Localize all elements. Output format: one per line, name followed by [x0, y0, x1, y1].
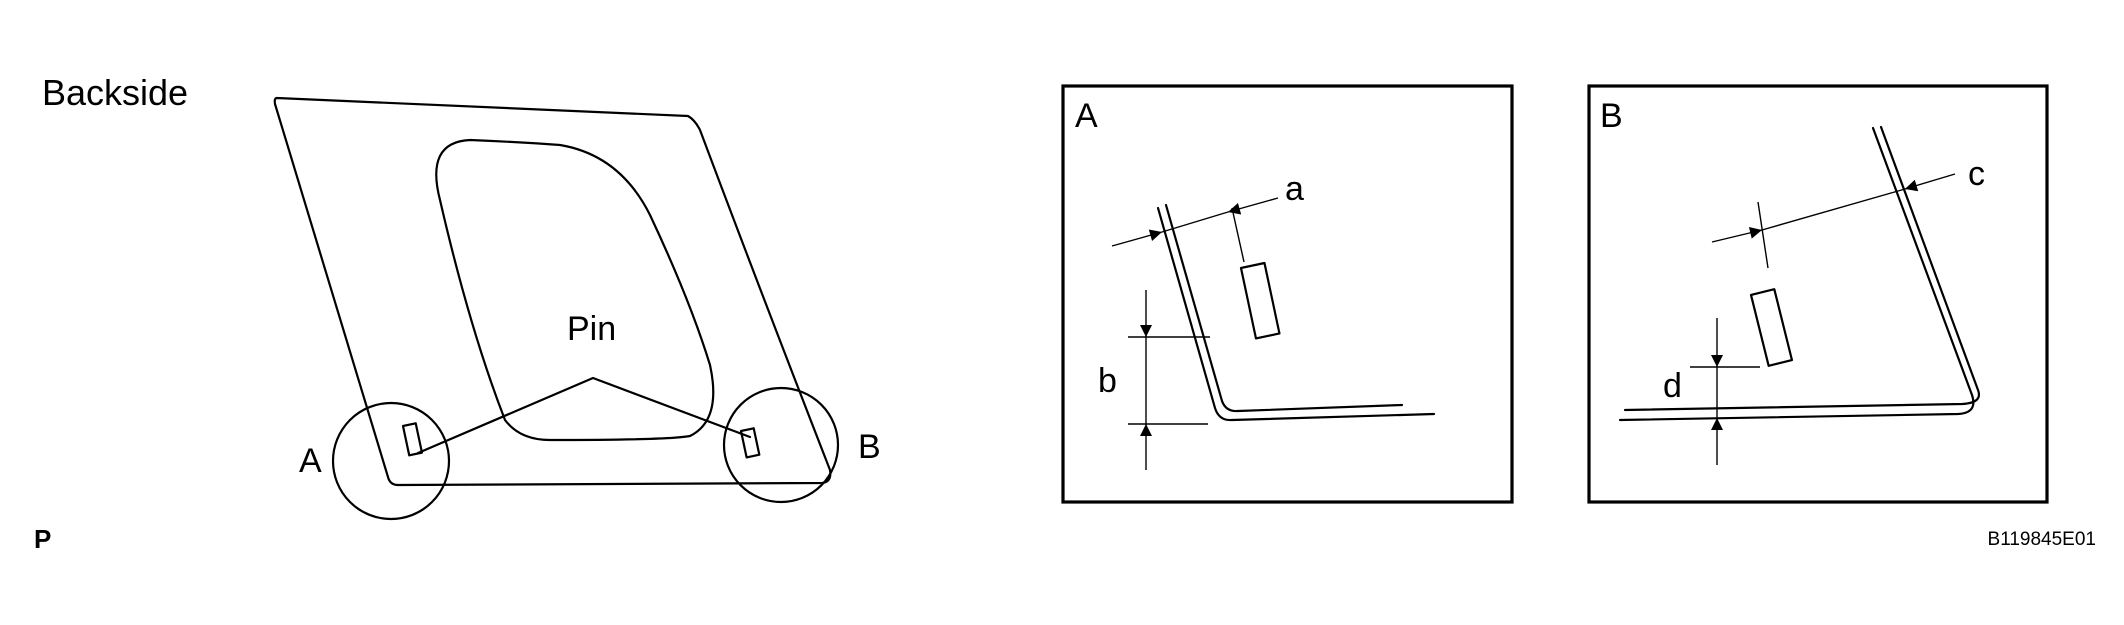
detail-a-frame [1061, 84, 1514, 504]
detail-b-title: B [1600, 97, 1623, 135]
detail-a-title: A [1075, 97, 1098, 135]
pin-b-marker [739, 427, 761, 459]
backside-label: Backside [42, 72, 188, 113]
dim-c-line [1761, 188, 1906, 231]
detail-a-panel: A a b [1061, 84, 1514, 504]
window-inner-opening [435, 138, 715, 442]
dim-a-arrow-right [1227, 197, 1279, 215]
detail-circle-b [722, 386, 840, 504]
dim-c-arrow-left [1711, 226, 1763, 243]
dim-c-extension-line [1757, 201, 1769, 269]
detail-b-glass-edge-inner [1623, 125, 1980, 412]
detail-b-frame [1587, 84, 2049, 504]
detail-b-pin [1749, 288, 1794, 367]
pin-label: Pin [567, 310, 616, 348]
overview-drawing: Backside Pin A B [42, 72, 881, 521]
circle-a-label: A [299, 442, 322, 480]
corner-mark: P [34, 524, 51, 554]
window-glass-outline [273, 96, 832, 487]
detail-a-glass-edge-inner [1164, 203, 1404, 413]
dim-c-label: c [1968, 155, 1985, 193]
dim-c-arrow-right [1904, 173, 1956, 192]
dim-b-label: b [1098, 362, 1117, 400]
dim-a-label: a [1285, 170, 1304, 208]
dim-a-line [1161, 211, 1229, 233]
detail-circle-a [331, 401, 451, 521]
dim-a-arrow-left [1111, 229, 1163, 247]
detail-a-pin [1239, 261, 1281, 340]
figure-code: B119845E01 [1988, 529, 2096, 550]
pin-leader-line [416, 376, 752, 455]
detail-b-panel: B c d [1587, 84, 2049, 504]
circle-b-label: B [858, 428, 881, 466]
detail-b-glass-edge-outer [1618, 126, 1975, 422]
dim-a-extension-line [1231, 207, 1245, 263]
pin-a-marker [401, 422, 424, 457]
dim-d-label: d [1663, 367, 1682, 405]
detail-a-glass-edge-outer [1156, 206, 1436, 422]
